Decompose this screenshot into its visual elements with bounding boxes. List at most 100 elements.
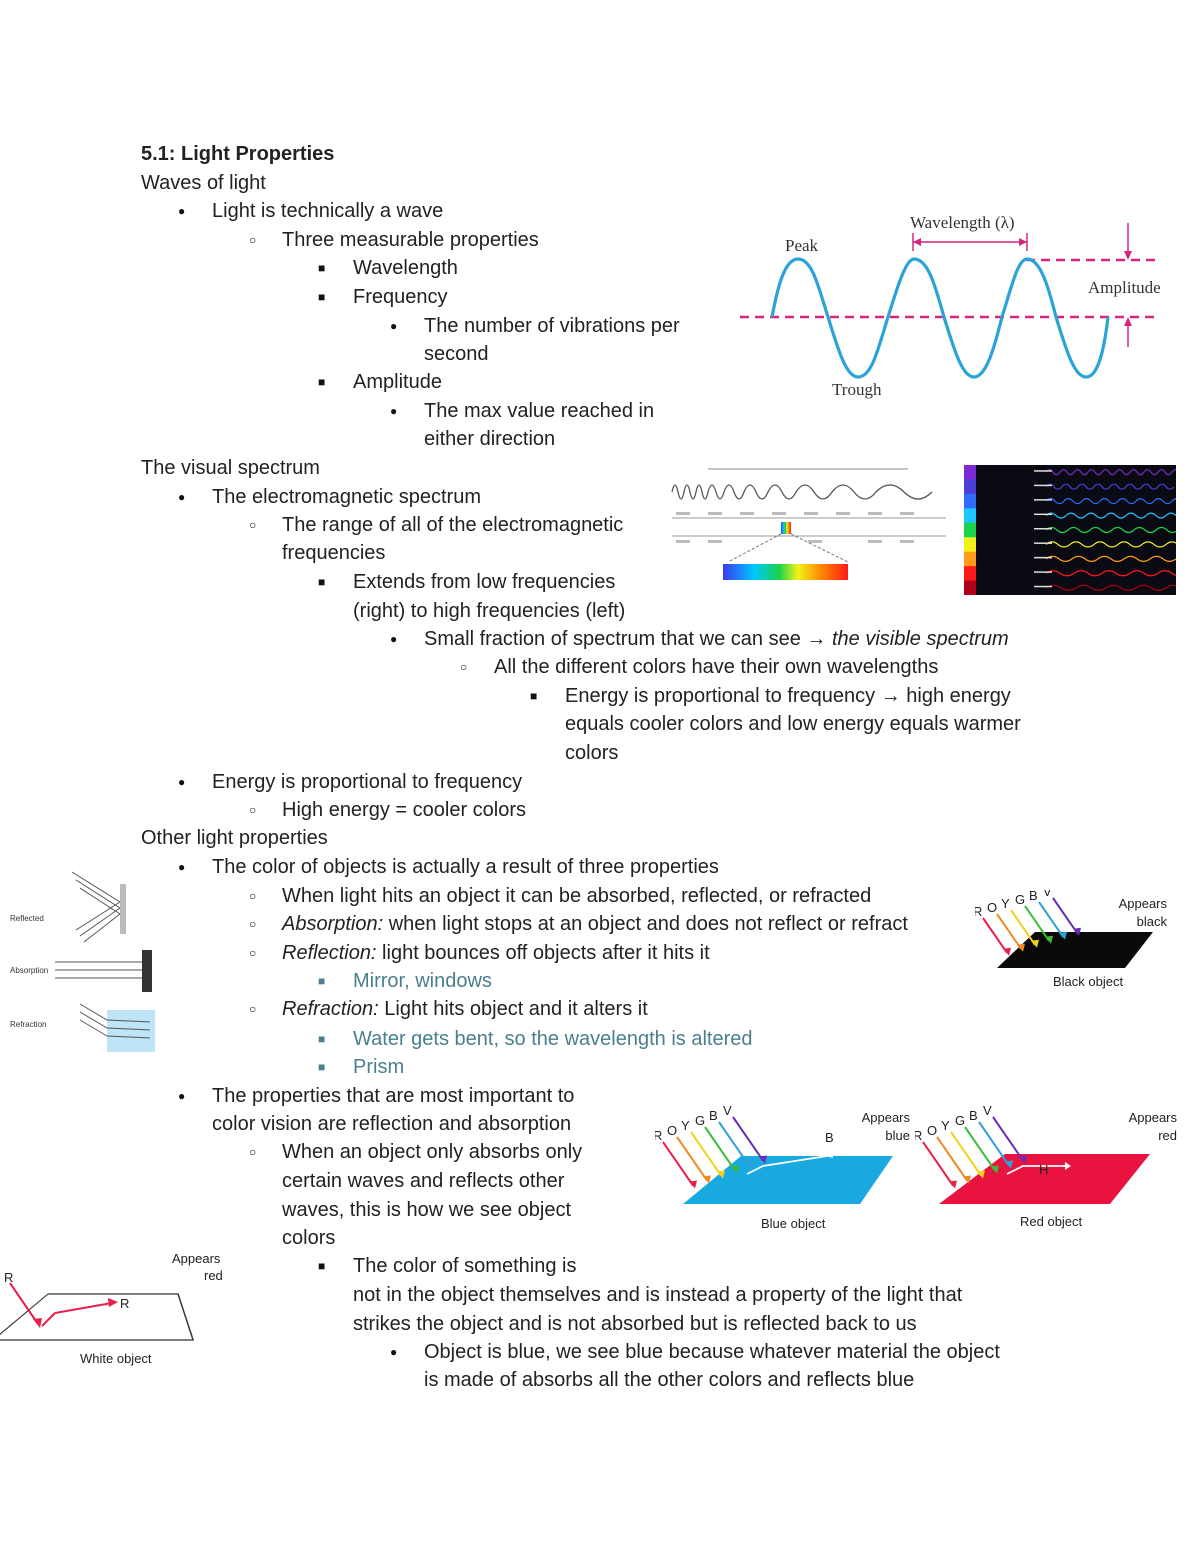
color-swatch: [964, 465, 976, 480]
bullet-disc: ●: [178, 775, 186, 789]
refracting-medium: [107, 1010, 155, 1052]
label-tick: [1034, 556, 1052, 559]
ray-letter: G: [1015, 892, 1025, 907]
ray-letter: Y: [681, 1118, 690, 1133]
list-item: When light hits an object it can be abso…: [282, 885, 872, 907]
list-item-cont: frequencies: [282, 542, 386, 564]
bullet-circle: ○: [249, 803, 257, 817]
appears-label: Appears: [1129, 1110, 1178, 1125]
list-item-cont: colors: [282, 1227, 336, 1249]
light-ray: [1052, 897, 1078, 934]
color-wave: [1045, 512, 1176, 519]
reflected-label: H: [1039, 1162, 1048, 1177]
ray-arrowhead: [689, 1180, 697, 1189]
reflected-ray: [746, 1155, 828, 1175]
bullet-circle: ○: [249, 889, 257, 903]
label-tick: [1034, 571, 1052, 573]
wavelength-label: Wavelength (λ): [910, 213, 1015, 232]
label-tick: [1034, 499, 1052, 501]
ray-letter: V: [723, 1103, 732, 1118]
wave-curve: [770, 257, 1110, 379]
ray-letter: O: [667, 1123, 677, 1138]
ray-letter: B: [969, 1108, 978, 1123]
list-item: High energy = cooler colors: [282, 799, 527, 821]
label-tick: [1034, 513, 1052, 516]
color-wave: [1045, 483, 1175, 490]
list-item: Light is technically a wave: [212, 200, 444, 222]
refracted-rays: [79, 1003, 151, 1039]
object-surface: [683, 1156, 893, 1204]
ray-bend: [41, 1312, 56, 1327]
white-surface: [0, 1293, 195, 1341]
object-label: Blue object: [761, 1216, 826, 1230]
light-ray: [992, 1116, 1024, 1162]
label-tick: [1034, 528, 1052, 530]
list-item: All the different colors have their own …: [494, 656, 939, 678]
reflected-rays: [71, 871, 121, 943]
list-item: Energy is proportional to frequency → hi…: [565, 685, 1011, 707]
light-ray: [950, 1131, 982, 1177]
ray-arrowhead: [745, 1160, 753, 1169]
light-ray: [718, 1121, 750, 1167]
reflected-label: B: [825, 1130, 834, 1145]
ray-letter: Y: [1001, 896, 1010, 911]
bullet-disc: ●: [390, 404, 398, 418]
color-wave-lines: [1034, 469, 1176, 591]
ray-letter: Y: [941, 1118, 950, 1133]
ray-letter: R: [975, 904, 982, 919]
arrowhead: [1124, 317, 1132, 326]
color-wave: [1045, 541, 1176, 548]
arrowhead: [108, 1298, 118, 1307]
bullet-disc: ●: [390, 1345, 398, 1359]
ray-arrowhead: [991, 1165, 999, 1174]
appears-color: blue: [885, 1128, 910, 1143]
ray-arrowhead: [1045, 935, 1053, 944]
ray-arrowhead: [1073, 927, 1081, 936]
scale-ticks: [676, 512, 914, 543]
em-spectrum-diagram: [671, 468, 946, 580]
color-swatch: [964, 566, 976, 582]
bullet-circle: ○: [249, 917, 257, 931]
list-item: The range of all of the electromagnetic: [282, 514, 624, 536]
bullet-disc: ●: [178, 490, 186, 504]
label-tick: [1034, 484, 1052, 487]
light-ray: [1024, 905, 1050, 942]
ray-letter: B: [1029, 890, 1038, 903]
list-item-cont: certain waves and reflects other: [282, 1170, 565, 1192]
color-waves-panel: [964, 465, 1176, 595]
em-wave: [671, 484, 933, 500]
appears-color: red: [204, 1268, 223, 1283]
reflected-ray: [54, 1302, 113, 1314]
appears-label: Appears: [862, 1110, 911, 1125]
visible-spectrum-bar: [723, 564, 848, 580]
ray-letter: R: [655, 1128, 662, 1143]
object-label: White object: [80, 1351, 152, 1366]
ray-letter: O: [987, 900, 997, 915]
ray-arrowhead: [977, 1170, 985, 1179]
appears-color: black: [1137, 914, 1168, 929]
list-item: When an object only absorbs only: [282, 1141, 583, 1163]
ray-arrowhead: [731, 1165, 739, 1174]
color-swatch: [964, 493, 976, 509]
ray-arrowhead: [1065, 1162, 1071, 1170]
list-item: Wavelength: [353, 257, 458, 279]
label-tick: [1034, 542, 1052, 544]
light-ray: [1010, 909, 1036, 946]
ray-arrowhead: [1019, 1155, 1027, 1164]
bullet-square: ■: [318, 261, 326, 275]
list-item: The color of objects is actually a resul…: [212, 856, 719, 878]
bullet-circle: ○: [460, 660, 468, 674]
italic-term: Reflection:: [282, 942, 377, 964]
ray-arrowhead: [703, 1175, 711, 1184]
light-ray: [662, 1141, 694, 1187]
list-item: Reflection: light bounces off objects af…: [282, 941, 710, 965]
bullet-square: ■: [530, 689, 538, 703]
reflected-label: Reflected: [10, 914, 44, 923]
item-text: light bounces off objects after it hits …: [376, 942, 710, 964]
trough-label: Trough: [832, 380, 882, 399]
ray-arrowhead: [1017, 943, 1025, 952]
bullet-circle: ○: [249, 1002, 257, 1016]
list-item-cont: equals cooler colors and low energy equa…: [565, 713, 1021, 735]
color-wave: [1045, 570, 1176, 577]
